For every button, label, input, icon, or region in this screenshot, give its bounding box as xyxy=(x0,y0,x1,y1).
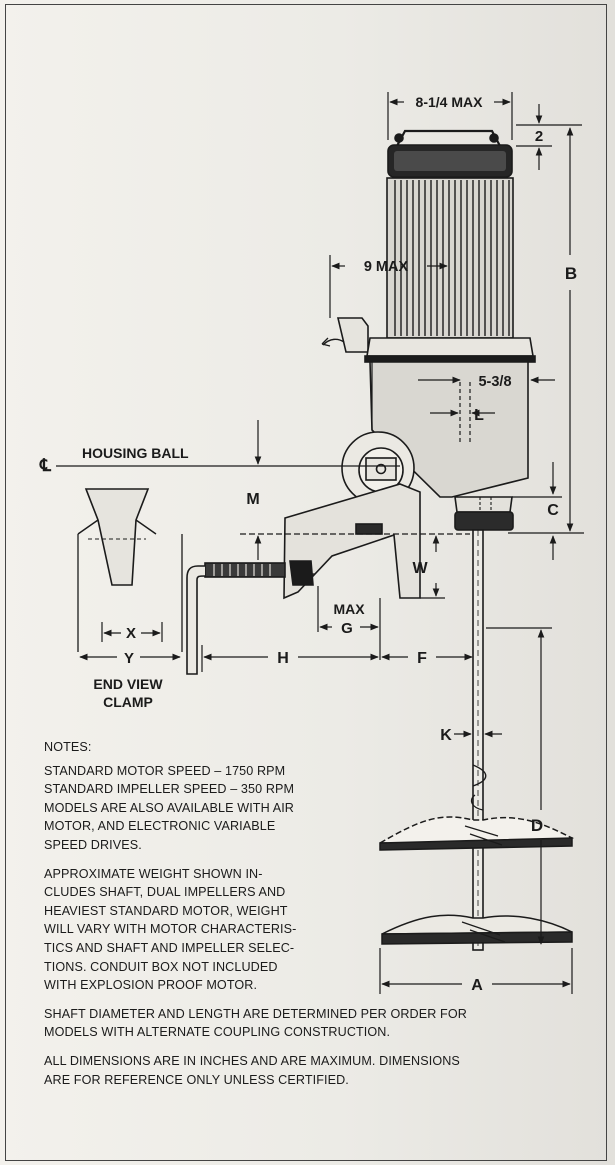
label-a: A xyxy=(471,977,483,994)
shaft xyxy=(470,529,487,951)
centerline-symbol: ℄ xyxy=(39,456,52,475)
label-w: W xyxy=(412,560,428,577)
label-f: F xyxy=(417,650,427,667)
end-view-clamp xyxy=(77,488,183,652)
label-d: D xyxy=(531,816,543,835)
cooling-fins xyxy=(394,180,510,336)
note-dimensions: ALL DIMENSIONS ARE IN INCHES AND ARE MAX… xyxy=(44,1053,460,1087)
notes-header: NOTES: xyxy=(44,740,92,754)
motor xyxy=(321,129,536,363)
label-max-g: MAX xyxy=(333,601,365,617)
dimension-lines xyxy=(56,92,584,994)
label-l: L xyxy=(474,407,484,424)
note-shaft: SHAFT DIAMETER AND LENGTH ARE DETERMINED… xyxy=(44,1006,467,1040)
label-housing-offset: 5-3/8 xyxy=(478,374,511,390)
upper-impeller xyxy=(377,816,575,851)
lower-impeller xyxy=(381,914,573,945)
label-top-width: 8-1/4 MAX xyxy=(416,94,484,110)
label-c: C xyxy=(547,502,559,519)
label-x: X xyxy=(126,625,136,642)
label-end-view-line2: CLAMP xyxy=(103,694,153,710)
label-k: K xyxy=(440,727,452,744)
label-top-height: 2 xyxy=(535,128,543,145)
clamp xyxy=(186,483,421,675)
notes-section: NOTES: STANDARD MOTOR SPEED – 1750 RPM S… xyxy=(44,738,584,1099)
label-end-view-line1: END VIEW xyxy=(93,676,163,692)
border-frame xyxy=(5,4,607,1161)
label-h: H xyxy=(277,650,289,667)
label-g: G xyxy=(341,620,353,637)
label-overall-height: B xyxy=(565,264,577,283)
label-housing-ball: HOUSING BALL xyxy=(82,445,189,461)
label-motor-width: 9 MAX xyxy=(364,259,409,275)
note-motor-speed: STANDARD MOTOR SPEED – 1750 RPM STANDARD… xyxy=(44,763,295,852)
note-weight: APPROXIMATE WEIGHT SHOWN IN- CLUDES SHAF… xyxy=(44,866,297,993)
label-m: M xyxy=(246,491,259,508)
label-y: Y xyxy=(124,650,134,667)
dimension-labels: 8-1/4 MAX 2 B 9 MAX 5-3/8 L ℄ HOUSING BA… xyxy=(39,94,577,994)
